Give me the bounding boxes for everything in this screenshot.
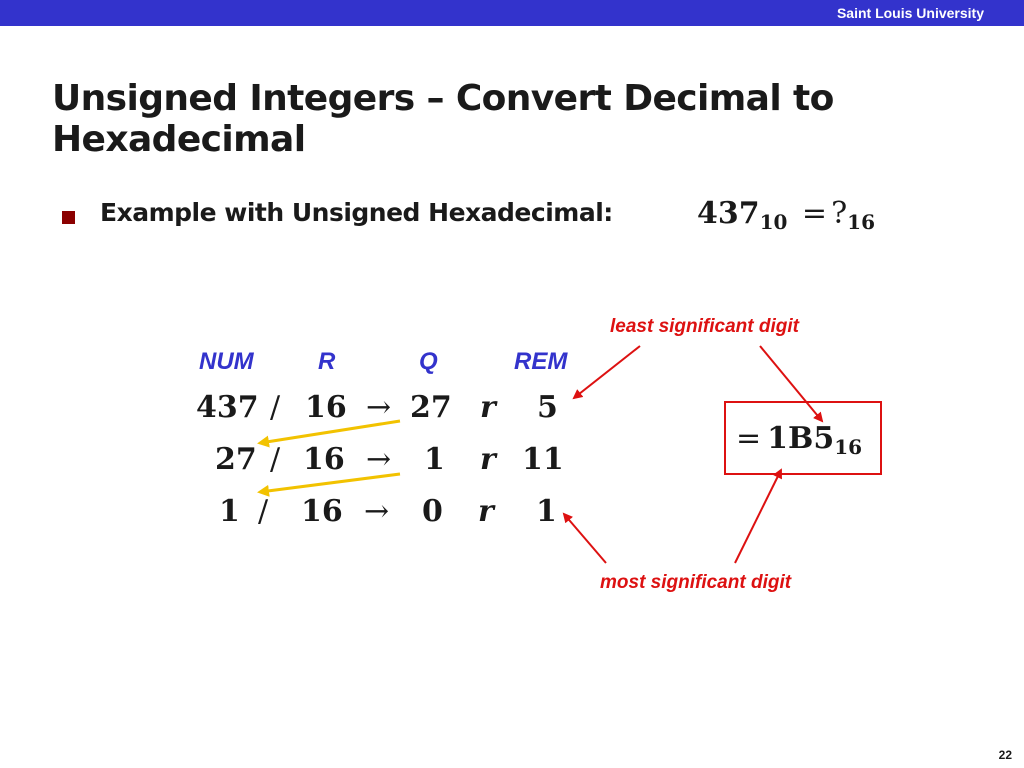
least-digit-arrow-to-result: [759, 345, 824, 423]
header-num: NUM: [199, 348, 254, 375]
row2-rem: 11: [522, 442, 564, 477]
result-box: [724, 401, 882, 475]
row1-r: 16: [305, 390, 347, 425]
most-significant-label: most significant digit: [600, 572, 792, 593]
row3-rsym: r: [478, 494, 494, 529]
row2-div: /: [270, 442, 281, 477]
page-number: 22: [998, 748, 1012, 762]
top-banner: [0, 0, 1024, 26]
to-base: 16: [847, 210, 875, 234]
row3-div: /: [258, 494, 269, 529]
most-digit-arrow-to-rem: [562, 512, 607, 564]
row3-r: 16: [301, 494, 343, 529]
row1-rsym: r: [480, 390, 496, 425]
row3-rem: 1: [536, 494, 557, 529]
header-rem: REM: [514, 348, 568, 375]
decimal-number: 437: [697, 196, 760, 231]
square-bullet-icon: [62, 211, 75, 224]
row3-arrow: →: [364, 494, 390, 529]
row1-q: 27: [410, 390, 452, 425]
equals-sign: =: [801, 196, 828, 231]
row2-num: 27: [215, 442, 257, 477]
row1-num: 437: [196, 390, 259, 425]
hex-result: 1B5: [767, 421, 835, 456]
conversion-question: 43710 =?16: [697, 196, 875, 234]
row1-div: /: [270, 390, 281, 425]
result-value: =1B516: [736, 421, 862, 459]
university-name: Saint Louis University: [836, 5, 984, 21]
from-base: 10: [759, 210, 788, 234]
result-base: 16: [834, 435, 863, 459]
result-equals: =: [736, 421, 762, 456]
row2-q: 1: [424, 442, 445, 477]
header-r: R: [318, 348, 336, 375]
row1-rem: 5: [537, 390, 558, 425]
unknown-mark: ?: [831, 196, 848, 231]
example-label: Example with Unsigned Hexadecimal:: [100, 198, 613, 227]
row1-arrow: →: [366, 390, 392, 425]
row3-num: 1: [219, 494, 240, 529]
most-digit-arrow-to-result: [734, 468, 782, 564]
slide-title: Unsigned Integers – Convert Decimal to H…: [52, 78, 834, 160]
quotient-to-num-arrow-2: [257, 472, 401, 497]
quotient-to-num-arrow-1: [257, 419, 401, 448]
row2-rsym: r: [480, 442, 496, 477]
row2-r: 16: [303, 442, 345, 477]
row3-q: 0: [422, 494, 443, 529]
header-q: Q: [419, 348, 438, 375]
least-significant-label: least significant digit: [610, 316, 799, 337]
least-digit-arrow-to-rem: [572, 345, 641, 400]
row2-arrow: →: [366, 442, 392, 477]
